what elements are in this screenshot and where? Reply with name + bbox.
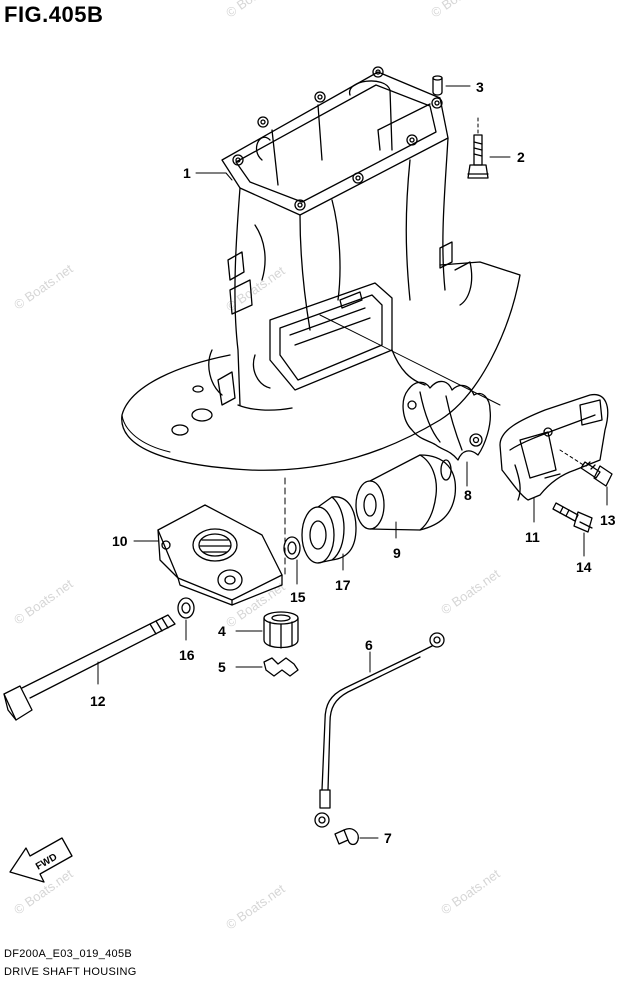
mount-seal (402, 380, 491, 461)
clamp-block (157, 504, 283, 606)
watermark: © Boats.net (11, 576, 76, 628)
housing-bolt (467, 117, 489, 179)
callout-17: 17 (335, 577, 351, 593)
watermark: © Boats.net (11, 261, 76, 313)
callout-9: 9 (393, 545, 401, 561)
callout-5: 5 (218, 659, 226, 675)
shaft-nut (263, 611, 299, 649)
watermark: © Boats.net (428, 0, 493, 20)
callout-13: 13 (600, 512, 616, 528)
callout-6: 6 (365, 637, 373, 653)
mount-bracket (499, 393, 609, 501)
rubber-mount (355, 454, 457, 531)
callout-1: 1 (183, 165, 191, 181)
bracket-bolt-upper (559, 449, 613, 487)
callout-7: 7 (384, 830, 392, 846)
bracket-bolt-lower (552, 502, 593, 533)
callout-8: 8 (464, 487, 472, 503)
watermark: © Boats.net (223, 881, 288, 933)
watermark: © Boats.net (223, 0, 288, 20)
ground-wire (314, 632, 445, 828)
long-through-bolt (3, 614, 176, 721)
callout-11: 11 (525, 529, 540, 545)
callout-12: 12 (90, 693, 106, 709)
callout-4: 4 (218, 623, 226, 639)
callout-3: 3 (476, 79, 484, 95)
mount-bushing (301, 496, 357, 564)
callout-14: 14 (576, 559, 592, 575)
model-code: DF200A_E03_019_405B (4, 948, 133, 960)
dowel-pin (432, 75, 443, 96)
mount-washer (283, 536, 301, 560)
watermark: © Boats.net (438, 866, 503, 918)
fwd-arrow-icon: FWD (9, 837, 73, 883)
watermark: © Boats.net (438, 566, 503, 618)
callout-10: 10 (112, 533, 128, 549)
ground-screw (334, 828, 359, 846)
callout-2: 2 (517, 149, 525, 165)
figure-title: FIG.405B (4, 2, 104, 27)
callout-15: 15 (290, 589, 306, 605)
drive-shaft-housing (121, 66, 521, 471)
retaining-clip (263, 657, 299, 677)
bolt-washer (177, 597, 195, 619)
callout-16: 16 (179, 647, 195, 663)
diagram-caption: DRIVE SHAFT HOUSING (4, 966, 137, 978)
